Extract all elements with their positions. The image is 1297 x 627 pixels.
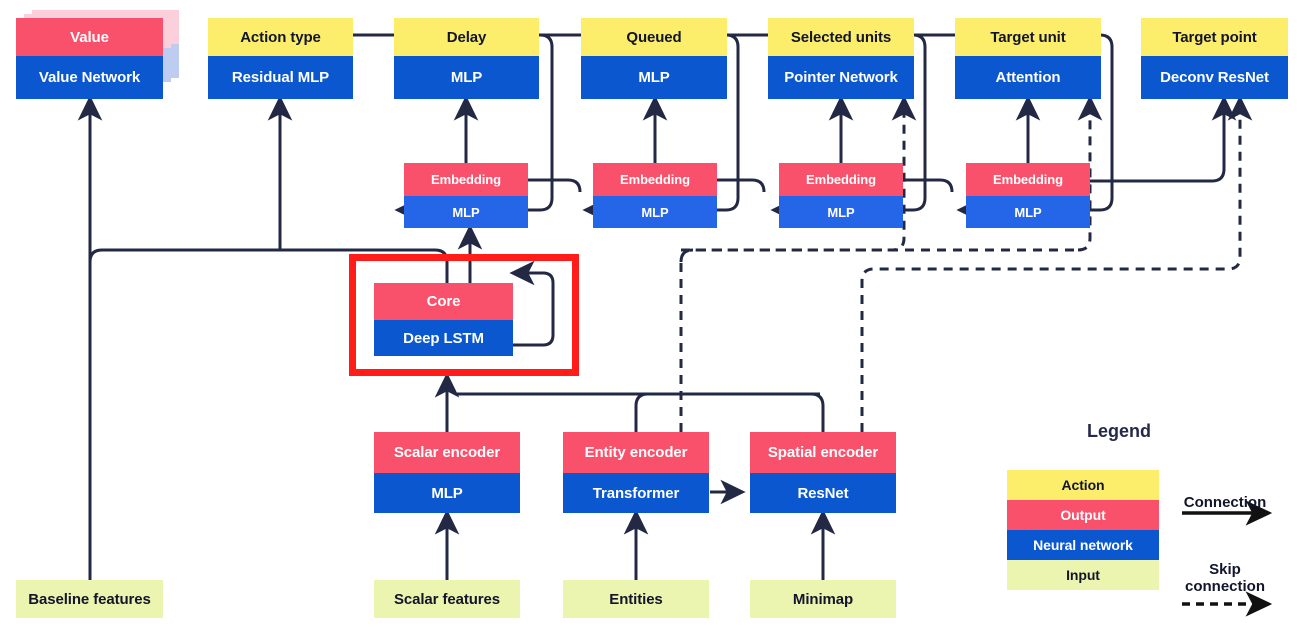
legend-swatches: Action Output Neural network Input: [1007, 470, 1159, 590]
node-target-unit[interactable]: Target unit Attention: [955, 18, 1101, 99]
node-selected-units-head: Selected units: [768, 18, 914, 56]
node-input-scalar-features-label: Scalar features: [374, 580, 520, 618]
node-action-type-head: Action type: [208, 18, 353, 56]
node-input-baseline-features-label: Baseline features: [16, 580, 163, 618]
node-embedding-2-head: Embedding: [593, 163, 717, 196]
node-queued[interactable]: Queued MLP: [581, 18, 727, 99]
node-input-baseline-features[interactable]: Baseline features: [16, 580, 163, 618]
node-scalar-encoder-head: Scalar encoder: [374, 432, 520, 473]
legend-title: Legend: [1086, 421, 1152, 441]
node-embedding-3-head: Embedding: [779, 163, 903, 196]
node-target-unit-head: Target unit: [955, 18, 1101, 56]
node-core-head: Core: [374, 283, 513, 320]
node-spatial-encoder[interactable]: Spatial encoder ResNet: [750, 432, 896, 513]
node-embedding-3[interactable]: Embedding MLP: [779, 163, 903, 228]
node-entity-encoder[interactable]: Entity encoder Transformer: [563, 432, 709, 513]
node-embedding-4-head: Embedding: [966, 163, 1090, 196]
node-embedding-2[interactable]: Embedding MLP: [593, 163, 717, 228]
node-value-net: Value Network: [16, 56, 163, 99]
legend-swatch-input: Input: [1007, 560, 1159, 590]
node-target-point-head: Target point: [1141, 18, 1288, 56]
node-spatial-encoder-net: ResNet: [750, 473, 896, 513]
node-queued-net: MLP: [581, 56, 727, 99]
node-value[interactable]: Value Value Network: [16, 18, 163, 99]
node-input-entities[interactable]: Entities: [563, 580, 709, 618]
node-target-point-net: Deconv ResNet: [1141, 56, 1288, 99]
node-input-scalar-features[interactable]: Scalar features: [374, 580, 520, 618]
legend-swatch-action: Action: [1007, 470, 1159, 500]
node-selected-units-net: Pointer Network: [768, 56, 914, 99]
node-queued-head: Queued: [581, 18, 727, 56]
node-embedding-1-net: MLP: [404, 196, 528, 228]
node-embedding-3-net: MLP: [779, 196, 903, 228]
node-delay[interactable]: Delay MLP: [394, 18, 539, 99]
node-embedding-4[interactable]: Embedding MLP: [966, 163, 1090, 228]
node-embedding-4-net: MLP: [966, 196, 1090, 228]
node-delay-head: Delay: [394, 18, 539, 56]
node-delay-net: MLP: [394, 56, 539, 99]
node-input-entities-label: Entities: [563, 580, 709, 618]
node-action-type-net: Residual MLP: [208, 56, 353, 99]
node-embedding-2-net: MLP: [593, 196, 717, 228]
node-spatial-encoder-head: Spatial encoder: [750, 432, 896, 473]
node-embedding-1-head: Embedding: [404, 163, 528, 196]
node-embedding-1[interactable]: Embedding MLP: [404, 163, 528, 228]
core-highlight-box: [349, 254, 579, 376]
legend-swatch-neural-network: Neural network: [1007, 530, 1159, 560]
node-target-point[interactable]: Target point Deconv ResNet: [1141, 18, 1288, 99]
node-selected-units[interactable]: Selected units Pointer Network: [768, 18, 914, 99]
node-input-minimap-label: Minimap: [750, 580, 896, 618]
node-core[interactable]: Core Deep LSTM: [374, 283, 513, 356]
legend-connection-label: Connection: [1183, 494, 1267, 511]
node-action-type[interactable]: Action type Residual MLP: [208, 18, 353, 99]
node-scalar-encoder[interactable]: Scalar encoder MLP: [374, 432, 520, 513]
node-input-minimap[interactable]: Minimap: [750, 580, 896, 618]
node-entity-encoder-net: Transformer: [563, 473, 709, 513]
node-scalar-encoder-net: MLP: [374, 473, 520, 513]
legend-swatch-output: Output: [1007, 500, 1159, 530]
node-entity-encoder-head: Entity encoder: [563, 432, 709, 473]
legend-skip-connection-label: Skip connection: [1184, 561, 1265, 596]
node-value-head: Value: [16, 18, 163, 56]
node-core-net: Deep LSTM: [374, 320, 513, 356]
node-target-unit-net: Attention: [955, 56, 1101, 99]
